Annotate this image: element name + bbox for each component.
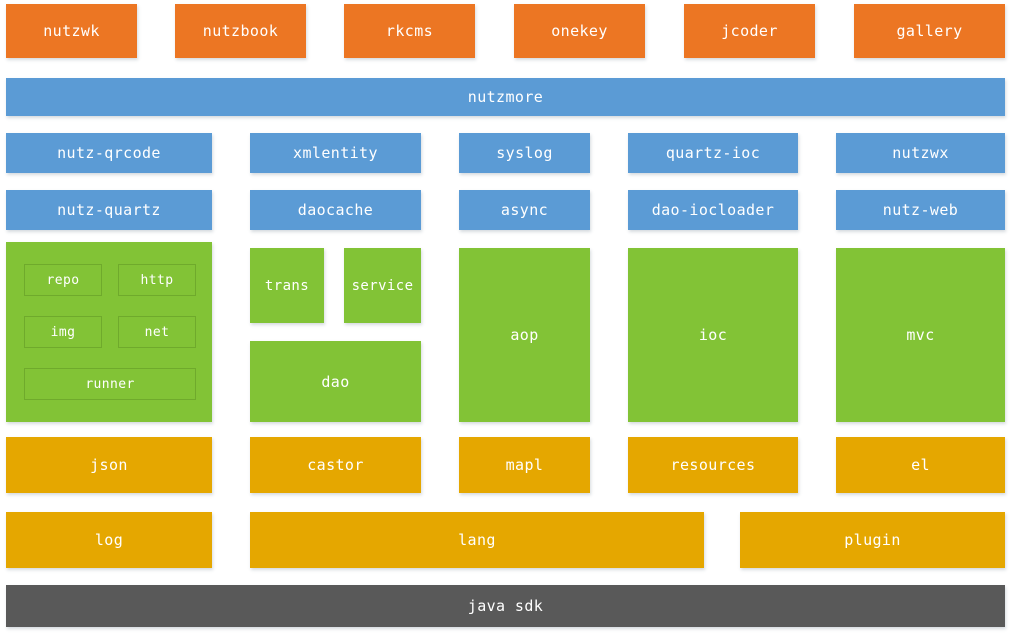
app-box-nutzwk[interactable]: nutzwk [6, 4, 137, 58]
core-panel-utils: repo http img net runner [6, 242, 212, 422]
module-box-dao-iocloader[interactable]: dao-iocloader [628, 190, 798, 230]
platform-box-java-sdk[interactable]: java sdk [6, 585, 1005, 627]
module-box-daocache[interactable]: daocache [250, 190, 421, 230]
core-subbox-net[interactable]: net [118, 316, 196, 348]
core-subbox-runner[interactable]: runner [24, 368, 196, 400]
core-box-aop[interactable]: aop [459, 248, 590, 422]
core-box-service[interactable]: service [344, 248, 421, 323]
app-box-jcoder[interactable]: jcoder [684, 4, 815, 58]
module-box-async[interactable]: async [459, 190, 590, 230]
module-box-syslog[interactable]: syslog [459, 133, 590, 173]
module-box-nutz-quartz[interactable]: nutz-quartz [6, 190, 212, 230]
module-box-nutz-qrcode[interactable]: nutz-qrcode [6, 133, 212, 173]
core-box-dao[interactable]: dao [250, 341, 421, 422]
module-box-nutzwx[interactable]: nutzwx [836, 133, 1005, 173]
app-box-rkcms[interactable]: rkcms [344, 4, 475, 58]
foundation-box-plugin[interactable]: plugin [740, 512, 1005, 568]
app-box-nutzbook[interactable]: nutzbook [175, 4, 306, 58]
app-box-onekey[interactable]: onekey [514, 4, 645, 58]
foundation-box-castor[interactable]: castor [250, 437, 421, 493]
module-box-quartz-ioc[interactable]: quartz-ioc [628, 133, 798, 173]
core-subbox-img[interactable]: img [24, 316, 102, 348]
foundation-box-json[interactable]: json [6, 437, 212, 493]
app-box-gallery[interactable]: gallery [854, 4, 1005, 58]
foundation-box-mapl[interactable]: mapl [459, 437, 590, 493]
foundation-box-log[interactable]: log [6, 512, 212, 568]
foundation-box-el[interactable]: el [836, 437, 1005, 493]
aggregator-box-nutzmore[interactable]: nutzmore [6, 78, 1005, 116]
module-box-nutz-web[interactable]: nutz-web [836, 190, 1005, 230]
foundation-box-resources[interactable]: resources [628, 437, 798, 493]
module-box-xmlentity[interactable]: xmlentity [250, 133, 421, 173]
core-subbox-repo[interactable]: repo [24, 264, 102, 296]
core-box-ioc[interactable]: ioc [628, 248, 798, 422]
core-subbox-http[interactable]: http [118, 264, 196, 296]
foundation-box-lang[interactable]: lang [250, 512, 704, 568]
core-box-trans[interactable]: trans [250, 248, 324, 323]
core-box-mvc[interactable]: mvc [836, 248, 1005, 422]
